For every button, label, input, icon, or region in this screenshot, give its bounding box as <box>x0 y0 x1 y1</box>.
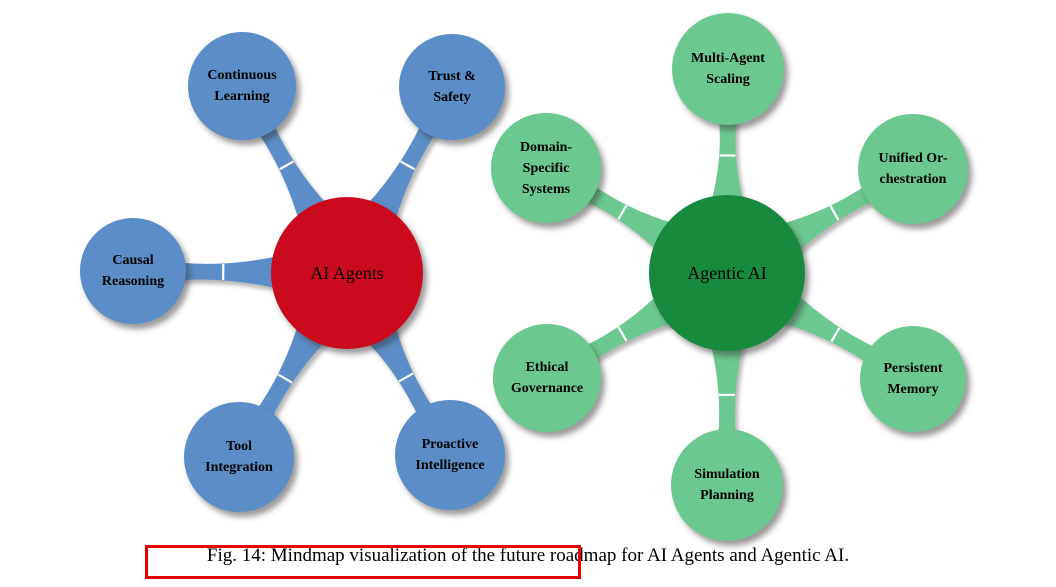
branch-gap-tick <box>400 160 416 171</box>
figure-caption: Fig. 14: Mindmap visualization of the fu… <box>206 545 850 566</box>
branch-gap-tick <box>829 205 840 221</box>
branch-gap-tick <box>277 373 293 384</box>
branch-agentic-ai-to-multi-agent-scaling <box>710 114 745 206</box>
hub-ai-agents-label: AI Agents <box>310 262 384 283</box>
branch-agentic-ai-to-ethical-governance <box>580 292 677 364</box>
branch-agentic-ai-to-persistent-memory <box>777 291 881 366</box>
node-unified-orchestration-label: Unified Or-chestration <box>878 151 948 187</box>
branch-gap-tick <box>617 326 628 342</box>
hub-agentic-ai: Agentic AI <box>649 195 805 351</box>
branch-agentic-ai-to-simulation-planning <box>710 341 744 439</box>
branch-ai-agents-to-continuous-learning <box>255 119 330 224</box>
node-unified-orchestration: Unified Or-chestration <box>858 114 968 224</box>
branch-gap-tick <box>617 204 628 220</box>
branch-agentic-ai-to-domain-specific-systems <box>580 182 677 254</box>
branch-ai-agents-to-proactive-intelligence <box>364 322 436 421</box>
hub-ai-agents: AI Agents <box>271 197 423 349</box>
branch-ai-agents-to-causal-reasoning <box>175 255 282 290</box>
node-trust-safety-label: Trust &Safety <box>428 69 476 105</box>
branch-gap-tick <box>279 160 295 171</box>
branch-gap-tick <box>830 327 841 343</box>
branch-agentic-ai-to-unified-orchestration <box>778 183 879 255</box>
branch-gap-tick <box>398 372 414 383</box>
branch-ai-agents-to-tool-integration <box>254 321 329 423</box>
branch-ai-agents-to-trust-safety <box>364 120 439 224</box>
node-trust-safety: Trust &Safety <box>399 34 505 140</box>
hub-agentic-ai-label: Agentic AI <box>687 262 767 283</box>
